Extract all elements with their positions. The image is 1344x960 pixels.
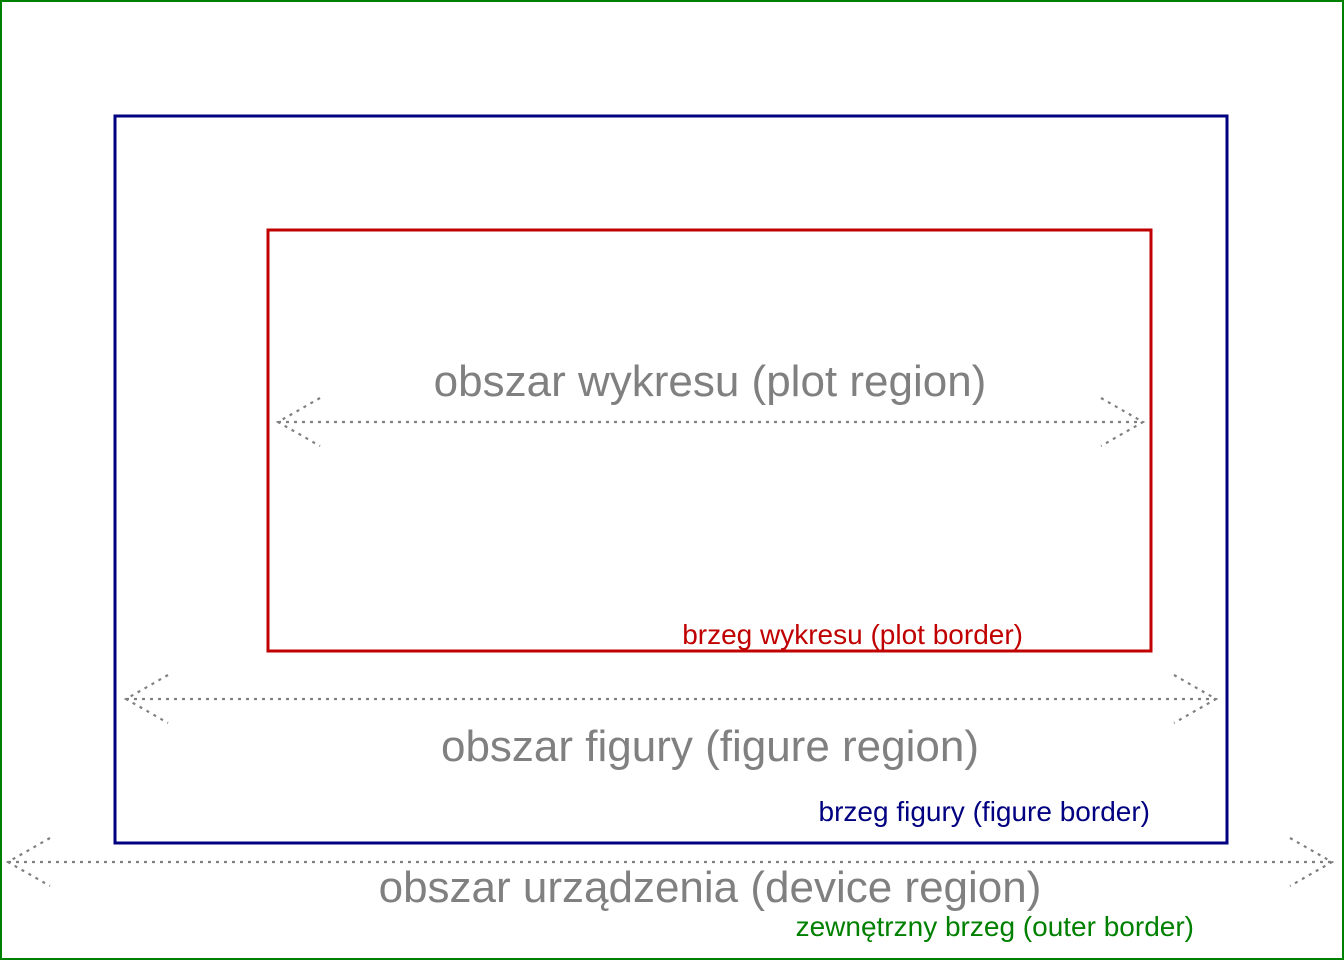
figure-border [113,114,1229,845]
outer-border-label: zewnętrzny brzeg (outer border) [796,911,1194,942]
figure-region-label: obszar figury (figure region) [441,722,979,771]
device-region-label: obszar urządzenia (device region) [379,863,1042,912]
plot-border [266,228,1153,653]
plot-region-arrow [275,397,1146,447]
device-region-arrow [5,837,1335,887]
figure-border-label: brzeg figury (figure border) [819,796,1150,827]
plot-region-label: obszar wykresu (plot region) [434,357,987,406]
figure-region-arrow [123,674,1219,724]
plot-border-label: brzeg wykresu (plot border) [682,619,1023,650]
